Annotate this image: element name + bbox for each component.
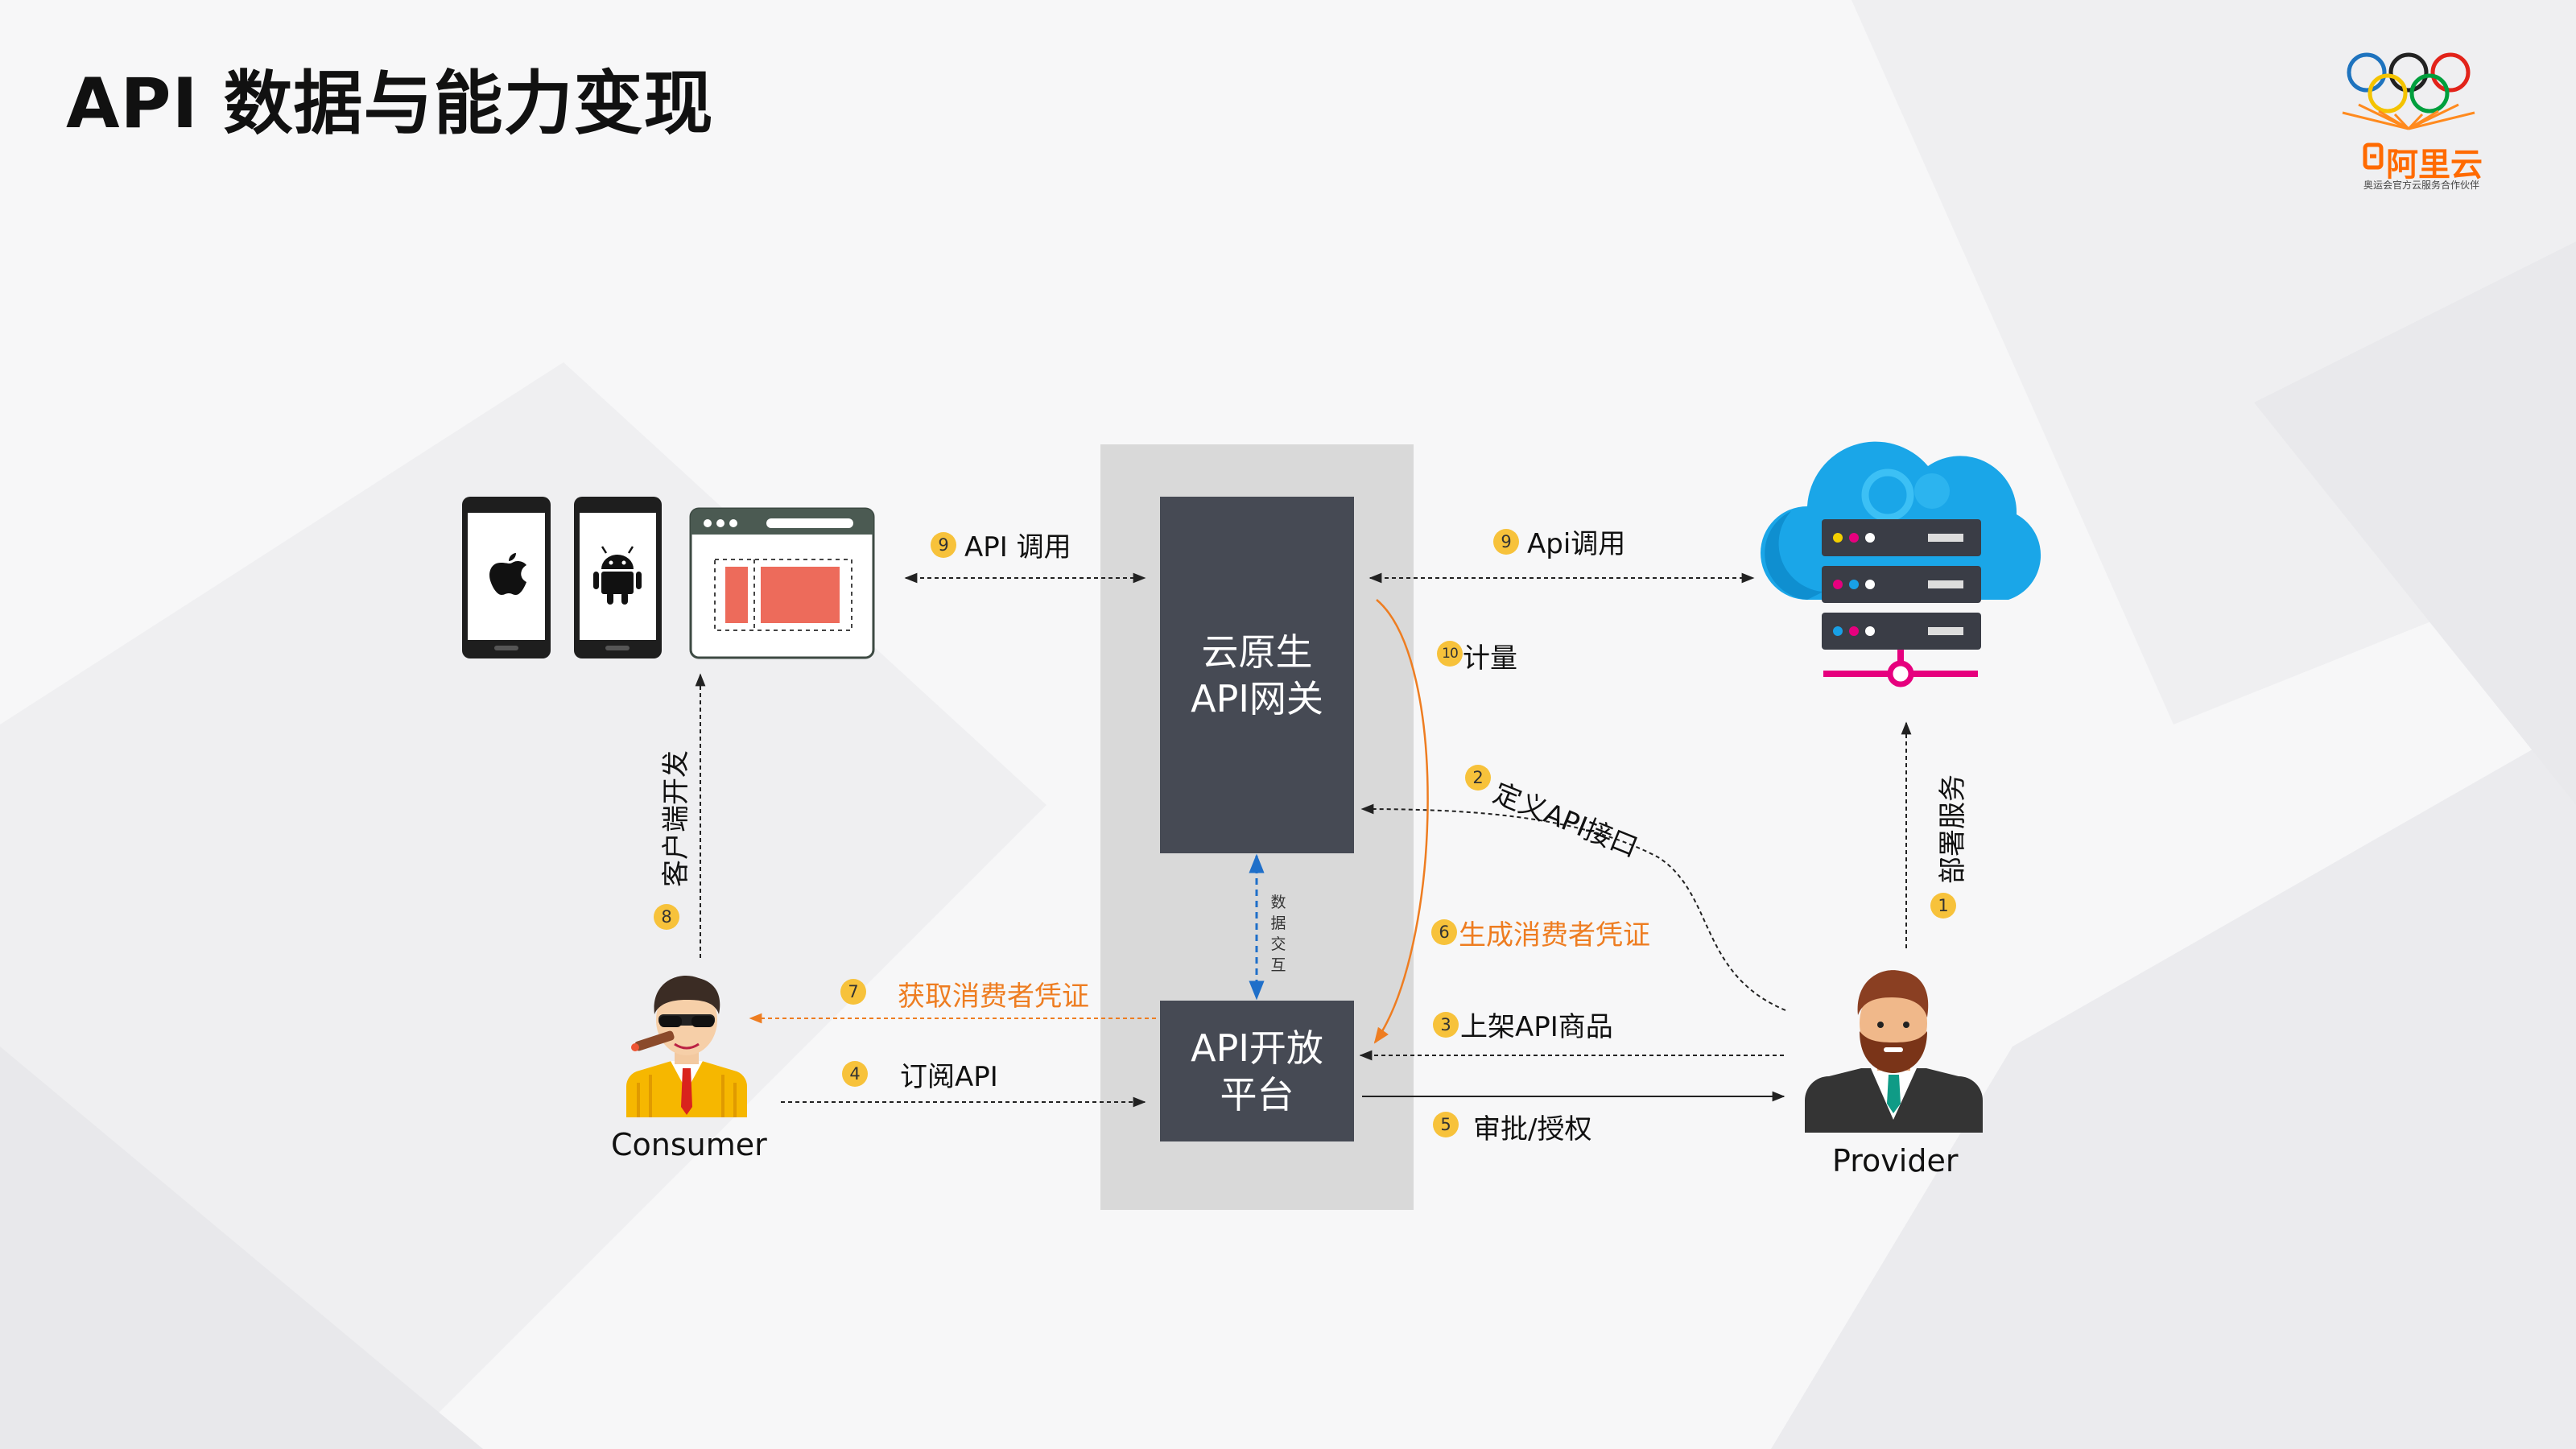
label-gen-credential: 生成消费者凭证 xyxy=(1459,919,1650,952)
step-badge: 8 xyxy=(654,904,679,930)
data-exchange-label: 数 据 交 互 xyxy=(1266,892,1290,976)
label-client-dev: 客户端开发 xyxy=(660,750,692,887)
step-badge: 10 xyxy=(1437,641,1463,667)
cloud-server-icon xyxy=(1761,441,2041,687)
gateway-line2: API网关 xyxy=(1191,676,1323,720)
step-badge: 4 xyxy=(842,1061,868,1087)
step-badge: 2 xyxy=(1465,765,1491,791)
label-list-product: 上架API商品 xyxy=(1460,1011,1613,1043)
consumer-avatar-icon xyxy=(625,976,748,1117)
label-deploy: 部署服务 xyxy=(1937,774,1969,884)
cloud-native-api-gateway: 云原生 API网关 xyxy=(1160,497,1354,853)
step-badge: 6 xyxy=(1431,919,1457,945)
provider-label: Provider xyxy=(1832,1143,1959,1179)
step-badge: 3 xyxy=(1433,1012,1459,1038)
page-title: API 数据与能力变现 xyxy=(66,64,714,144)
label-metering: 计量 xyxy=(1463,642,1517,675)
label-api-call-right: Api调用 xyxy=(1527,528,1626,560)
logo-brand: 阿里云 xyxy=(2386,147,2483,184)
data-exchange-char: 数 xyxy=(1270,894,1286,911)
label-approve: 审批/授权 xyxy=(1473,1113,1592,1146)
step-badge: 7 xyxy=(840,979,866,1005)
step-badge: 9 xyxy=(1493,529,1519,555)
data-exchange-char: 据 xyxy=(1270,914,1286,932)
consumer-label: Consumer xyxy=(611,1127,767,1162)
open-platform-line2: 平台 xyxy=(1220,1072,1294,1117)
api-open-platform: API开放 平台 xyxy=(1160,1001,1354,1141)
gateway-line1: 云原生 xyxy=(1201,630,1313,674)
label-subscribe: 订阅API xyxy=(900,1061,998,1093)
step-badge: 1 xyxy=(1930,893,1956,919)
provider-avatar-icon xyxy=(1805,970,1983,1133)
android-phone-icon xyxy=(574,497,662,658)
logo-tagline: 奥运会官方云服务合作伙伴 xyxy=(2363,180,2480,191)
label-get-credential: 获取消费者凭证 xyxy=(898,980,1089,1013)
label-api-call-left: API 调用 xyxy=(964,531,1071,564)
data-exchange-char: 互 xyxy=(1270,956,1286,974)
step-badge: 5 xyxy=(1433,1112,1459,1137)
apple-phone-icon xyxy=(462,497,551,658)
web-browser-icon xyxy=(689,507,875,659)
step-badge: 9 xyxy=(931,532,956,558)
data-exchange-char: 交 xyxy=(1270,935,1286,953)
open-platform-line1: API开放 xyxy=(1191,1026,1323,1070)
olympic-rings-icon xyxy=(2342,52,2475,170)
